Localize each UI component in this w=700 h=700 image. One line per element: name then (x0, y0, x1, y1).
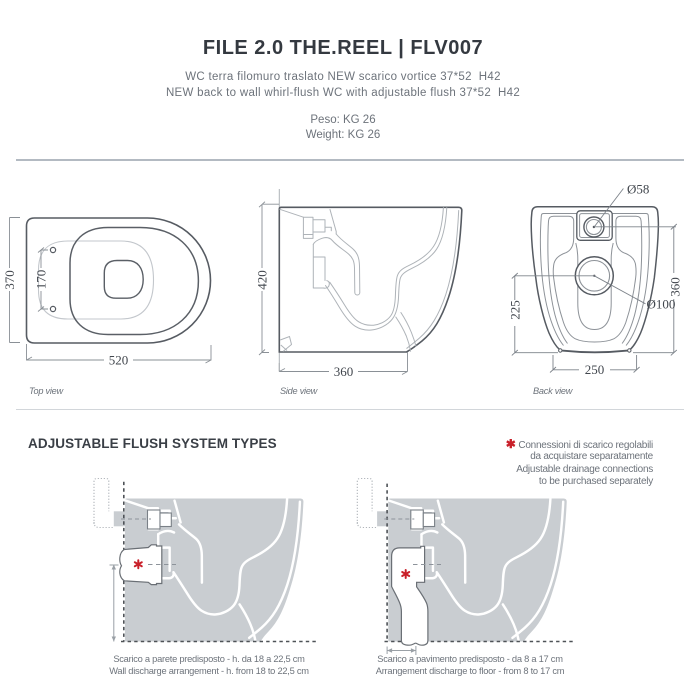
svg-text:Top view: Top view (29, 386, 65, 396)
svg-text:Side view: Side view (280, 386, 319, 396)
svg-text:Ø100: Ø100 (647, 297, 676, 312)
svg-text:250: 250 (585, 362, 605, 377)
svg-text:370: 370 (2, 270, 17, 290)
svg-text:Back view: Back view (533, 386, 574, 396)
svg-text:420: 420 (255, 270, 270, 290)
svg-text:Ø58: Ø58 (627, 182, 649, 197)
svg-text:360: 360 (668, 277, 683, 297)
svg-text:170: 170 (34, 270, 49, 290)
svg-text:360: 360 (334, 364, 354, 379)
svg-text:520: 520 (109, 353, 129, 368)
svg-text:225: 225 (507, 300, 522, 320)
